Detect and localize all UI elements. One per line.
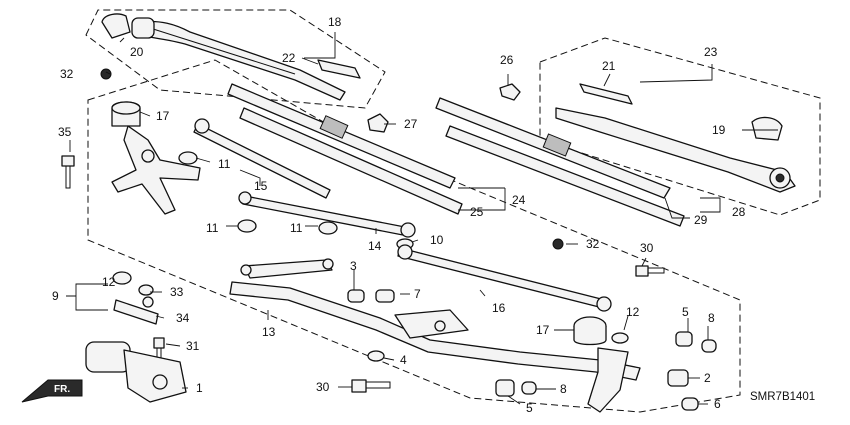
link-rod-14 [238,191,416,238]
callout-28: 28 [732,205,746,219]
callout-19: 19 [712,123,726,137]
front-direction-arrow: FR. [21,379,83,403]
nut-4 [367,350,385,362]
callout-30: 30 [316,380,330,394]
passenger-wiper-arm [555,107,796,193]
driver-wiper-arm [131,17,346,101]
callout-20: 20 [130,45,144,59]
callout-32: 32 [586,237,600,251]
callout-29: 29 [694,213,708,227]
blade-clip-27 [367,113,389,133]
callout-25: 25 [470,205,484,219]
driver-wiper-blade-assembly [227,83,463,215]
bushing-11-top [178,151,198,165]
callout-22: 22 [282,51,296,65]
crank-link [240,258,334,279]
bushing-12-right [611,332,629,344]
callout-11: 11 [218,157,231,171]
callout-10: 10 [430,233,444,247]
callout-17: 17 [536,323,550,337]
blade-adapter-22 [317,59,361,79]
passenger-wiper-blade-assembly [435,97,685,227]
cap-6 [681,397,699,411]
callout-8: 8 [708,311,715,325]
callout-16: 16 [492,301,506,315]
cap-8-right [701,339,717,353]
cap-8-bottom [521,381,537,395]
arm-cap-19 [751,116,783,141]
callout-17: 17 [156,109,170,123]
arm-cap-20 [101,13,131,39]
bushing-11-left [237,219,257,233]
callout-9: 9 [52,289,59,303]
grommet-2 [667,369,689,387]
wiper-linkage-frame [229,281,641,413]
callout-32: 32 [60,67,74,81]
nut-33 [138,284,154,296]
crank-arm-34 [113,296,159,325]
motor-bushing-12 [112,271,132,285]
grommet-5-bottom [495,379,515,397]
callout-14: 14 [368,239,382,253]
grommet-3 [347,289,365,303]
callout-6: 6 [714,397,721,411]
callout-30: 30 [640,241,654,255]
callout-11: 11 [290,221,303,235]
callout-24: 24 [512,193,526,207]
clip-26 [499,83,521,101]
callout-7: 7 [414,287,421,301]
callout-11: 11 [206,221,219,235]
leader-lines [66,32,778,405]
bushing-11-right [318,221,338,235]
bolt-35 [61,155,75,189]
link-rod-16 [397,244,612,312]
diagram-code: SMR7B1401 [750,391,815,403]
callout-15: 15 [254,179,268,193]
callout-31: 31 [186,339,200,353]
callout-12: 12 [102,275,116,289]
link-rod-15 [193,118,331,199]
wiper-motor [85,341,187,403]
linkage-group-outline [87,59,741,413]
driver-pivot-assembly [100,68,201,215]
callout-23: 23 [704,45,718,59]
blade-adapter-21 [579,83,633,105]
front-direction-label: FR. [54,384,70,395]
callout-18: 18 [328,15,342,29]
bolt-30-bottom [351,379,391,393]
callout-33: 33 [170,285,184,299]
passenger-pivot-assembly [552,238,607,346]
grommet-7 [375,289,395,303]
callout-8: 8 [560,382,567,396]
callout-13: 13 [262,325,276,339]
callout-labels: 18 20 22 32 17 35 11 15 27 26 21 23 19 2… [52,15,746,415]
grommet-5-right [675,331,693,347]
callout-3: 3 [350,259,357,273]
callout-34: 34 [176,311,190,325]
callout-5: 5 [682,305,689,319]
callout-4: 4 [400,353,407,367]
callout-21: 21 [602,59,616,73]
driver-arm-group-outline [85,9,386,109]
callout-12: 12 [626,305,640,319]
callout-2: 2 [704,371,711,385]
callout-1: 1 [196,381,203,395]
callout-35: 35 [58,125,72,139]
callout-27: 27 [404,117,418,131]
callout-5: 5 [526,401,533,415]
callout-26: 26 [500,53,514,67]
bolt-30-top [635,265,665,277]
